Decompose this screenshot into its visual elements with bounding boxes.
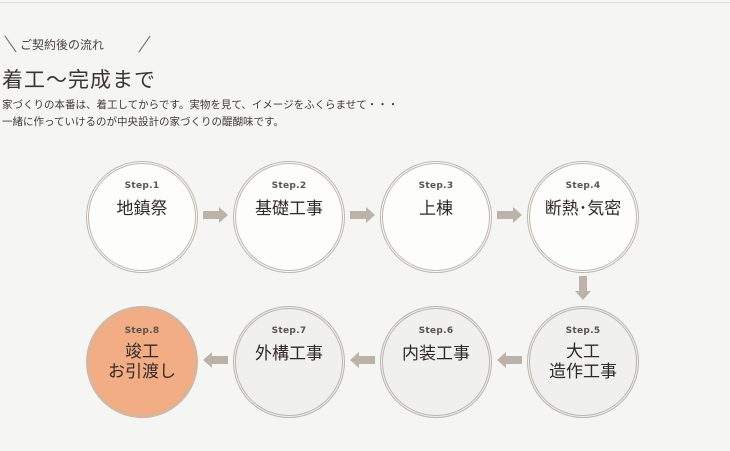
page-title: 着工〜完成まで: [2, 68, 156, 92]
step-5-circle: Step.5 大工 造作工事: [527, 306, 639, 418]
step-name-line-2: 造作工事: [549, 362, 617, 382]
step-name: 地鎮祭: [116, 199, 168, 219]
step-number: Step.7: [271, 326, 307, 336]
step-number: Step.3: [418, 181, 454, 191]
step-7-circle: Step.7 外構工事: [233, 306, 345, 418]
step-name: 大工 造作工事: [549, 342, 617, 382]
step-name: 上棟: [419, 199, 453, 219]
arrow-right-icon: [219, 207, 228, 223]
step-4-circle: Step.4 断熱･気密: [527, 161, 639, 273]
arrow-left-shaft: [506, 356, 522, 364]
step-name-line-2: お引渡し: [108, 362, 176, 382]
arrow-right-shaft: [203, 211, 219, 219]
subheading-text: ご契約後の流れ: [20, 38, 105, 52]
step-number: Step.8: [124, 326, 160, 336]
arrow-down-icon: [575, 291, 591, 300]
description-line-1: 家づくりの本番は、着工してからです。実物を見て、イメージをふくらませて・・・: [2, 99, 399, 111]
step-name: 断熱･気密: [544, 199, 622, 219]
arrow-right-shaft: [350, 211, 366, 219]
step-number: Step.5: [565, 326, 601, 336]
step-name: 基礎工事: [255, 199, 323, 219]
step-6-circle: Step.6 内装工事: [380, 306, 492, 418]
step-name: 竣工 お引渡し: [108, 342, 176, 382]
slash-left-decoration: [4, 35, 17, 53]
arrow-left-shaft: [212, 356, 228, 364]
arrow-right-shaft: [497, 211, 513, 219]
step-number: Step.4: [565, 181, 601, 191]
arrow-left-icon: [203, 352, 212, 368]
arrow-right-icon: [366, 207, 375, 223]
step-name-line-1: 大工: [566, 342, 600, 362]
intro-description: 家づくりの本番は、着工してからです。実物を見て、イメージをふくらませて・・・ 一…: [2, 97, 398, 131]
slash-right-decoration: [138, 35, 151, 53]
step-name-line-1: 竣工: [125, 342, 159, 362]
step-3-circle: Step.3 上棟: [380, 161, 492, 273]
step-name: 内装工事: [402, 344, 470, 364]
step-number: Step.1: [124, 181, 160, 191]
arrow-left-icon: [497, 352, 506, 368]
top-divider: [0, 2, 730, 3]
arrow-left-shaft: [359, 356, 375, 364]
step-1-circle: Step.1 地鎮祭: [86, 161, 198, 273]
step-number: Step.2: [271, 181, 307, 191]
arrow-down-shaft: [579, 276, 587, 291]
step-2-circle: Step.2 基礎工事: [233, 161, 345, 273]
step-number: Step.6: [418, 326, 454, 336]
step-8-circle: Step.8 竣工 お引渡し: [86, 306, 198, 418]
description-line-2: 一緒に作っていけるのが中央設計の家づくりの醍醐味です。: [2, 116, 284, 128]
arrow-left-icon: [350, 352, 359, 368]
arrow-right-icon: [513, 207, 522, 223]
step-name: 外構工事: [255, 344, 323, 364]
